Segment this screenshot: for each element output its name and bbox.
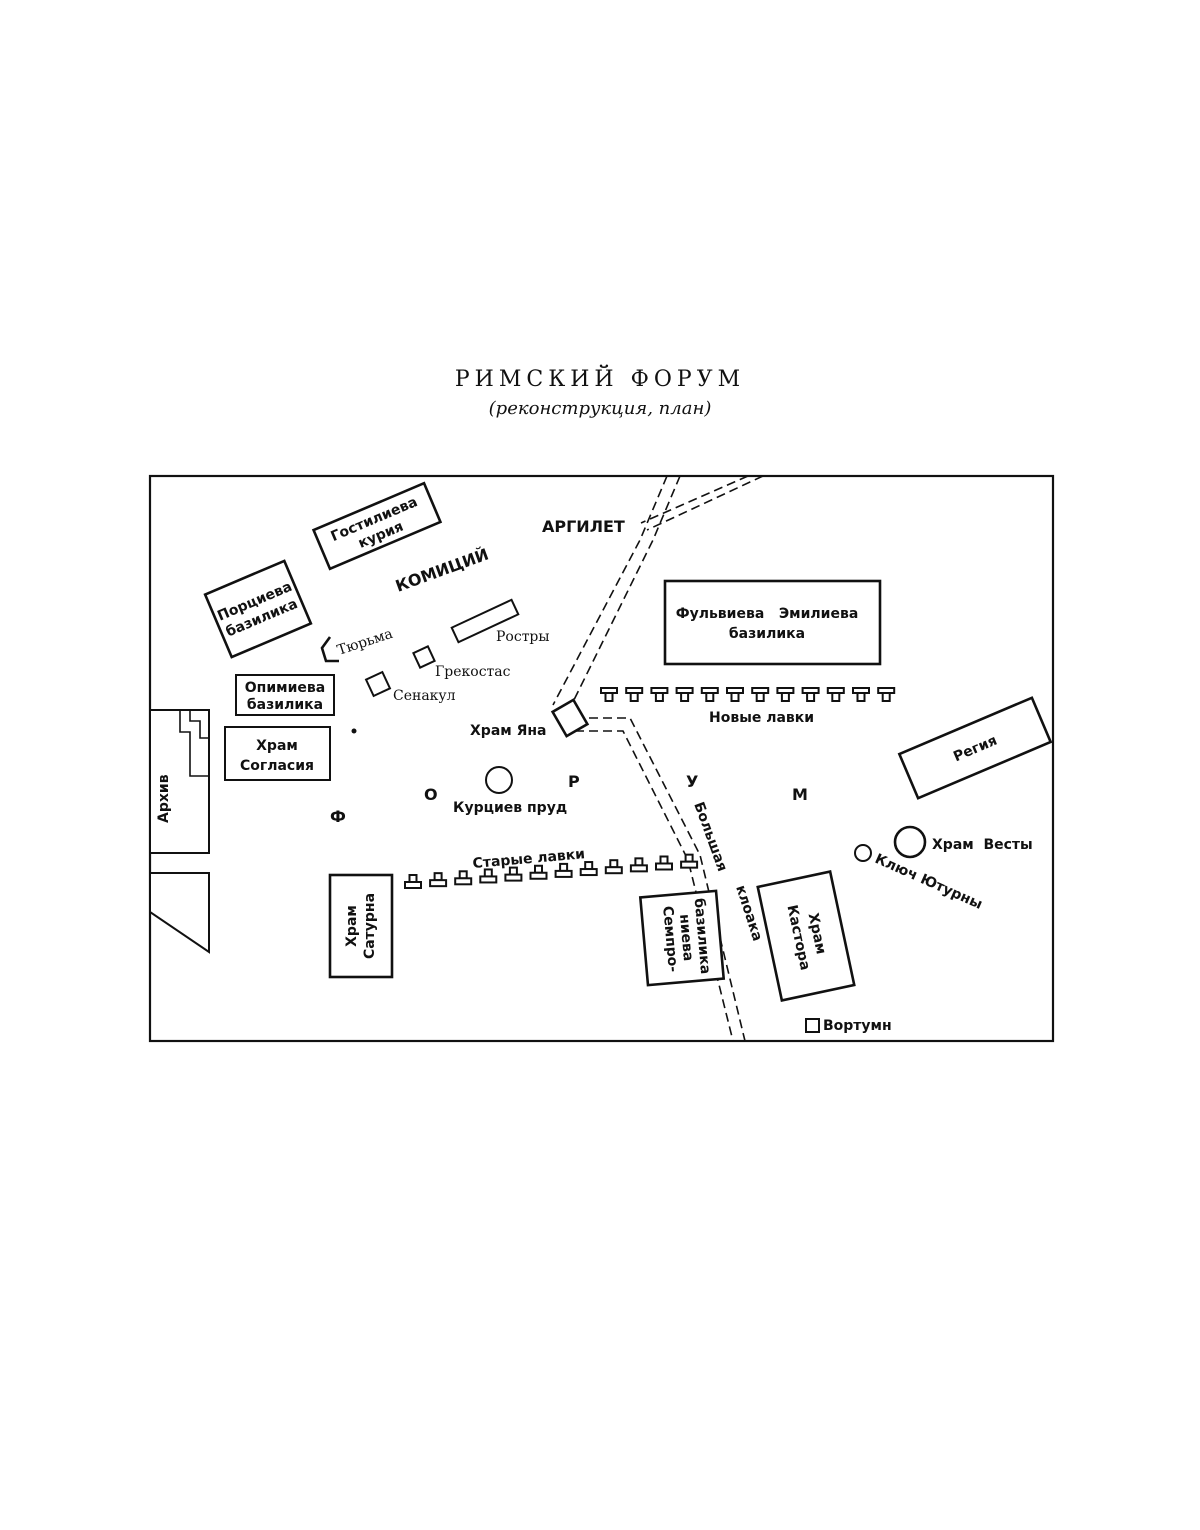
forum-letter-o: О (424, 785, 438, 804)
archive-building (149, 709, 210, 954)
forum-letter-m: М (792, 785, 808, 804)
khram-saturna: Храм Сатурна (328, 873, 394, 979)
novye-lavki-label: Новые лавки (709, 710, 814, 726)
old-shop (454, 870, 473, 886)
new-shop (877, 687, 896, 702)
new-shop (726, 687, 744, 702)
khram-soglasiya: Храм Согласия (224, 726, 331, 781)
map-subtitle: (реконструкция, план) (488, 398, 712, 419)
old-shop (479, 868, 498, 884)
arkhiv-label: Архив (156, 774, 172, 823)
vortumn (805, 1018, 820, 1033)
new-shop (751, 687, 770, 702)
klyuch-yuturny-label: Ключ Ютурны (872, 851, 984, 913)
saturna-label-2: Сатурна (362, 893, 378, 959)
senakul-label: Сенакул (393, 688, 456, 704)
saturna-label-1: Храм (344, 905, 360, 947)
vortumn-label: Вортумн (823, 1018, 892, 1034)
khram-yana (550, 698, 590, 738)
khram-yana-label: Храм Яна (470, 723, 546, 739)
new-shop (826, 687, 845, 702)
old-shop (680, 853, 699, 869)
tyurma-building (320, 636, 339, 663)
fulvieva-label-2: базилика (729, 626, 805, 642)
gostilieva-kuriya: Гостилиева курия (311, 481, 443, 571)
khram-vesty (893, 825, 927, 859)
new-shop (700, 687, 719, 702)
starye-lavki-shops (404, 853, 699, 889)
rostry-label: Ростры (496, 629, 550, 645)
regiya: Регия (897, 696, 1053, 800)
forum-letter-r: Р (568, 772, 580, 791)
opimieva-label-1: Опимиева (245, 680, 325, 696)
komitsiy-label: КОМИЦИЙ (393, 545, 491, 596)
old-shop (579, 861, 598, 877)
forum-letter-f: Ф (330, 807, 346, 826)
sempronieva-label-1: Семпро- (659, 905, 681, 973)
argilet-label: АРГИЛЕТ (542, 517, 625, 536)
opimieva-label-2: базилика (247, 697, 323, 713)
novye-lavki-shops (600, 687, 896, 702)
kurtsiev-prud-label: Курциев пруд (453, 800, 567, 816)
portsieva-bazilika: Порциева базилика (203, 559, 313, 659)
soglasiya-label-1: Храм (256, 738, 298, 754)
grekostas (412, 645, 436, 669)
old-shop (604, 859, 623, 875)
grekostas-label: Грекостас (435, 664, 511, 680)
fulvieva-emilieva-bazilika: Фульвиева Эмилиева базилика (663, 579, 882, 666)
old-shop (429, 872, 448, 888)
new-shop (776, 687, 795, 702)
soglasiya-label-2: Согласия (240, 758, 314, 774)
khram-vesty-label: Храм Весты (932, 837, 1033, 853)
old-shop (404, 874, 422, 889)
sempronieva-label-2: ниева (676, 913, 696, 962)
opimieva-bazilika: Опимиева базилика (235, 674, 335, 716)
forum-letter-u: У (686, 772, 698, 791)
starye-lavki-label: Старые лавки (472, 846, 586, 872)
map-title: РИМСКИЙ ФОРУМ (454, 367, 746, 392)
new-shop (852, 687, 870, 702)
new-shop (625, 687, 644, 702)
old-shop (529, 864, 548, 880)
old-shop (655, 855, 673, 871)
khram-kastora: Храм Кастора (756, 870, 856, 1002)
small-monument (351, 728, 357, 734)
old-shop (554, 862, 573, 878)
tyurma-label: Тюрьма (335, 626, 394, 659)
fulvieva-label-1: Фульвиева Эмилиева (676, 606, 859, 622)
rostry (450, 598, 520, 644)
klyuch-yuturny (854, 844, 872, 862)
new-shop (600, 687, 618, 702)
new-shop (801, 687, 820, 702)
old-shop (629, 857, 648, 873)
senakul (364, 670, 392, 698)
sempronieva-label-3: базилика (691, 898, 714, 975)
kurtsiev-prud (485, 766, 513, 794)
sempronieva-bazilika: Семпро- ниева базилика (638, 889, 726, 987)
new-shop (675, 687, 694, 702)
old-shop (504, 866, 523, 882)
new-shop (650, 687, 669, 702)
argilet-road (552, 475, 764, 713)
cloaca-maxima (575, 717, 746, 1042)
